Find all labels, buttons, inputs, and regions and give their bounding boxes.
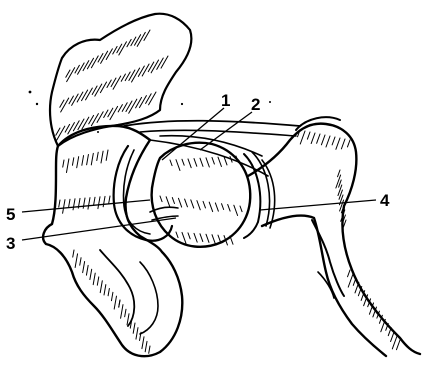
callout-label-5: 5: [6, 205, 15, 224]
femur-drawing: [248, 117, 420, 356]
callout-labels: 1 2 5 3 4: [6, 91, 390, 253]
leader-line-4: [260, 200, 376, 210]
leader-line-1: [162, 108, 224, 160]
callout-label-3: 3: [6, 234, 15, 253]
pelvis-body-drawing: [43, 126, 182, 356]
callout-label-1: 1: [221, 91, 230, 110]
callout-label-4: 4: [380, 191, 390, 210]
leader-line-5: [22, 200, 150, 212]
callout-label-2: 2: [251, 95, 260, 114]
femoral-head-drawing: [152, 143, 251, 247]
